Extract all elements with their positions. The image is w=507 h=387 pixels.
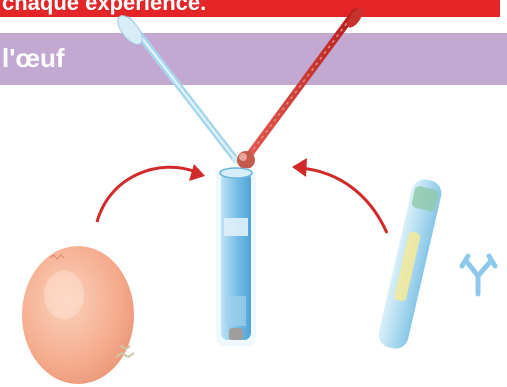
red-swab-icon — [237, 6, 365, 169]
antibody-icon — [462, 256, 495, 294]
egg-icon — [22, 246, 134, 384]
blue-swab-icon — [113, 12, 240, 164]
test-tube-icon — [216, 168, 256, 346]
sample-vial-icon — [376, 177, 444, 351]
